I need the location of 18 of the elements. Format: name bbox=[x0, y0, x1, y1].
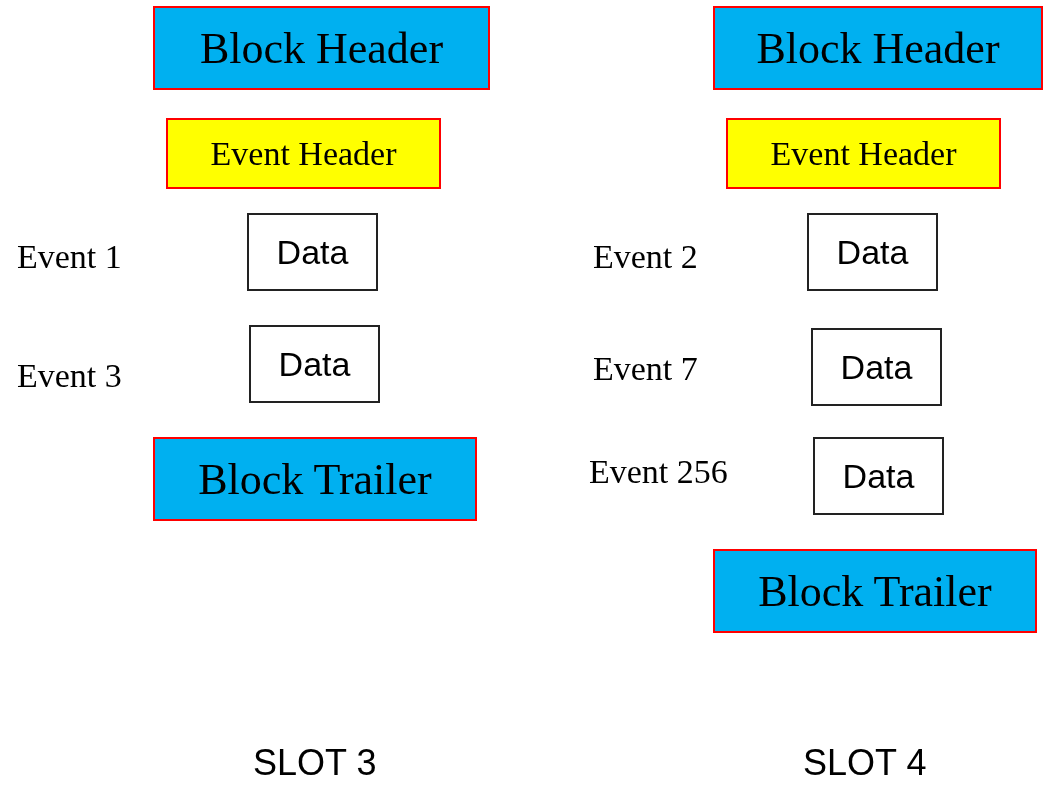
block-header-box: Block Header bbox=[153, 6, 490, 90]
data-box: Data bbox=[249, 325, 380, 403]
event-label: Event 256 bbox=[589, 453, 728, 491]
event-label: Event 2 bbox=[593, 238, 698, 276]
event-label: Event 3 bbox=[17, 357, 122, 395]
block-header-box: Block Header bbox=[713, 6, 1043, 90]
block-trailer-box: Block Trailer bbox=[713, 549, 1037, 633]
block-trailer-box: Block Trailer bbox=[153, 437, 477, 521]
data-box: Data bbox=[807, 213, 938, 291]
event-label: Event 1 bbox=[17, 238, 122, 276]
event-header-box: Event Header bbox=[166, 118, 441, 189]
event-label: Event 7 bbox=[593, 350, 698, 388]
slot-label: SLOT 4 bbox=[803, 742, 927, 784]
data-box: Data bbox=[813, 437, 944, 515]
data-box: Data bbox=[811, 328, 942, 406]
data-box: Data bbox=[247, 213, 378, 291]
slot-label: SLOT 3 bbox=[253, 742, 377, 784]
event-header-box: Event Header bbox=[726, 118, 1001, 189]
